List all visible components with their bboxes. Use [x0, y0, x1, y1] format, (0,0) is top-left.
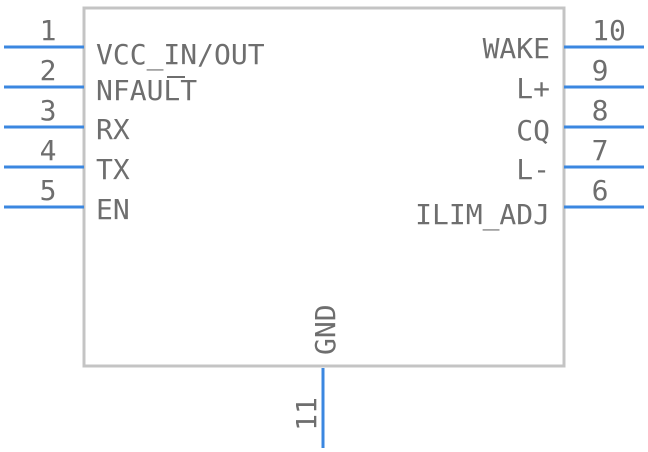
- pin-number: 8: [592, 94, 609, 127]
- pin-name: RX: [96, 113, 130, 146]
- ic-body: [82, 6, 566, 368]
- left-pin-4: 4 TX: [4, 134, 130, 186]
- pin-number: 1: [40, 14, 57, 47]
- pin-number: 10: [592, 14, 626, 47]
- pin-number: 11: [290, 397, 323, 431]
- right-pin-9: 9 L+: [516, 54, 644, 105]
- right-pin-7: 7 L-: [516, 134, 644, 186]
- pin-name: L+: [516, 72, 550, 105]
- left-pin-3: 3 RX: [4, 94, 130, 146]
- pin-number: 5: [40, 174, 57, 207]
- pin-number: 6: [592, 174, 609, 207]
- pin-number: 9: [592, 54, 609, 87]
- pin-name: TX: [96, 153, 130, 186]
- left-pin-2: 2 NFAULT: [4, 54, 197, 107]
- left-pin-1: 1 VCC_IN/OUT: [4, 14, 265, 72]
- right-pin-10: 10 WAKE: [483, 14, 644, 65]
- right-pin-6: 6 ILIM_ADJ: [415, 174, 644, 232]
- pin-name: CQ: [516, 114, 550, 147]
- pin-name: WAKE: [483, 32, 550, 65]
- pin-number: 7: [592, 134, 609, 167]
- pin-name: ILIM_ADJ: [415, 198, 550, 232]
- bottom-pin-11: 11 GND: [290, 304, 342, 448]
- right-pin-8: 8 CQ: [516, 94, 644, 147]
- pin-name: L-: [516, 153, 550, 186]
- pin-number: 2: [40, 54, 57, 87]
- pin-number: 3: [40, 94, 57, 127]
- pin-name: EN: [96, 193, 130, 226]
- pin-number: 4: [40, 134, 57, 167]
- pin-name: NFAULT: [96, 74, 197, 107]
- pin-name: GND: [309, 304, 342, 355]
- pin-name: VCC_IN/OUT: [96, 38, 265, 72]
- left-pin-5: 5 EN: [4, 174, 130, 226]
